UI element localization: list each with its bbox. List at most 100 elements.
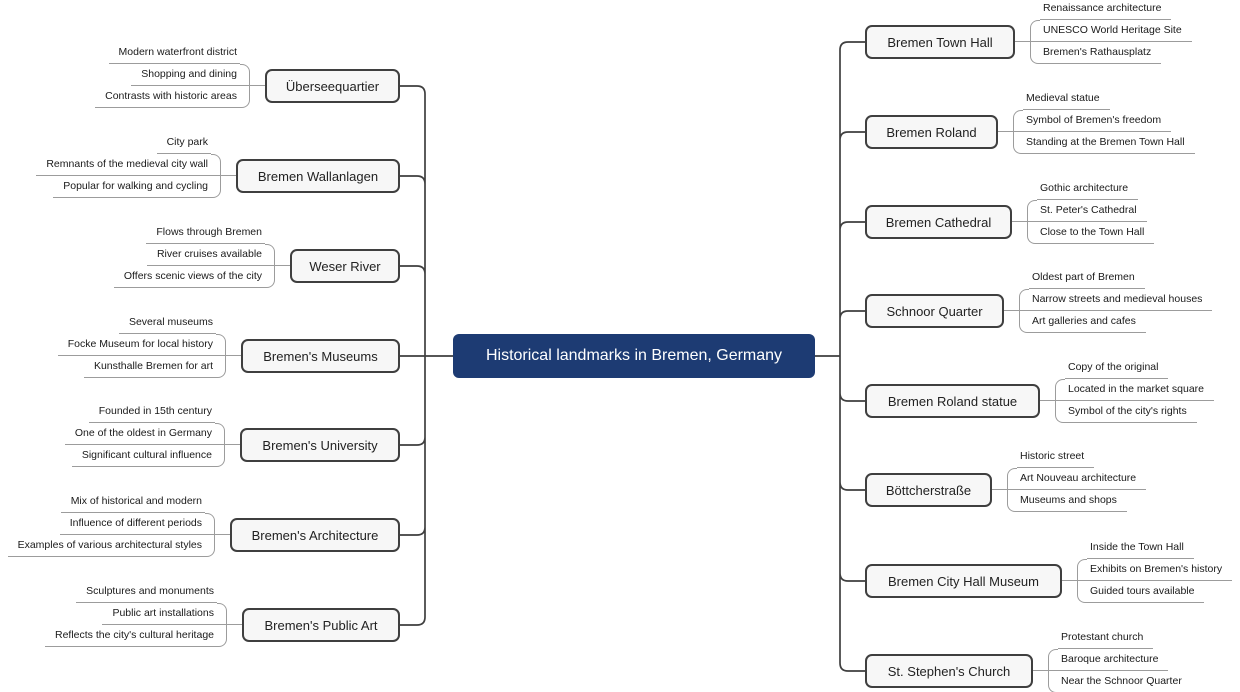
leaf-label[interactable]: One of the oldest in Germany [64,426,215,445]
leaf-connector [1012,221,1037,222]
leaf-label[interactable]: Baroque architecture [1058,652,1169,671]
central-topic[interactable]: Historical landmarks in Bremen, Germany [453,334,815,378]
leaf-group: Historic street Art Nouveau architecture… [1017,446,1147,512]
leaf-label[interactable]: Close to the Town Hall [1037,225,1155,244]
node-bremen-roland[interactable]: Bremen Roland [865,115,998,149]
leaf-bracket [1030,20,1040,64]
leaf-label[interactable]: Influence of different periods [59,516,205,535]
leaf-label[interactable]: Sculptures and monuments [76,584,217,603]
leaf-bracket [1055,379,1065,423]
node-weser-river[interactable]: Weser River [290,249,400,283]
leaf-label[interactable]: Founded in 15th century [88,404,215,423]
leaf-bracket [215,423,225,467]
leaf-connector [240,85,265,86]
leaf-label[interactable]: Gothic architecture [1037,181,1139,200]
leaf-label[interactable]: Remnants of the medieval city wall [36,157,211,176]
leaf-group: Oldest part of Bremen Narrow streets and… [1029,267,1213,333]
node-bremens-architecture[interactable]: Bremen's Architecture [230,518,400,552]
leaf-label[interactable]: Museums and shops [1017,493,1127,512]
node-bremens-public-art[interactable]: Bremen's Public Art [242,608,400,642]
leaf-label[interactable]: Popular for walking and cycling [53,179,211,198]
leaf-group: Renaissance architecture UNESCO World He… [1040,0,1192,64]
leaf-label[interactable]: Modern waterfront district [108,45,240,64]
leaf-group: Mix of historical and modern Influence o… [7,491,205,557]
leaf-label[interactable]: Kunsthalle Bremen for art [83,359,216,378]
leaf-group: Sculptures and monuments Public art inst… [45,581,217,647]
leaf-label[interactable]: Inside the Town Hall [1087,540,1194,559]
leaf-label[interactable]: Contrasts with historic areas [95,89,240,108]
leaf-label[interactable]: Oldest part of Bremen [1029,270,1145,289]
node-bremen-city-hall-museum[interactable]: Bremen City Hall Museum [865,564,1062,598]
leaf-label[interactable]: Guided tours available [1087,584,1205,603]
leaf-bracket [205,513,215,557]
leaf-label[interactable]: Examples of various architectural styles [7,538,205,557]
node-bremen-roland-statue[interactable]: Bremen Roland statue [865,384,1040,418]
leaf-label[interactable]: Historic street [1017,449,1095,468]
leaf-label[interactable]: Narrow streets and medieval houses [1029,292,1213,311]
leaf-label[interactable]: Symbol of Bremen's freedom [1023,113,1172,132]
leaf-label[interactable]: Focke Museum for local history [57,337,216,356]
leaf-connector [265,265,290,266]
leaf-bracket [1027,200,1037,244]
leaf-label[interactable]: Symbol of the city's rights [1065,404,1197,423]
leaf-connector [217,624,242,625]
leaf-bracket [216,334,226,378]
leaf-label[interactable]: Shopping and dining [131,67,240,86]
leaf-connector [215,444,240,445]
leaf-group: Gothic architecture St. Peter's Cathedra… [1037,178,1155,244]
leaf-label[interactable]: Reflects the city's cultural heritage [45,628,217,647]
leaf-label[interactable]: City park [156,135,211,154]
leaf-label[interactable]: Significant cultural influence [71,448,215,467]
leaf-label[interactable]: River cruises available [146,247,265,266]
leaf-label[interactable]: Medieval statue [1023,91,1110,110]
leaf-group: Several museums Focke Museum for local h… [57,312,216,378]
leaf-label[interactable]: Public art installations [102,606,217,625]
leaf-label[interactable]: Art Nouveau architecture [1017,471,1147,490]
leaf-bracket [265,244,275,288]
leaf-label[interactable]: Standing at the Bremen Town Hall [1023,135,1195,154]
leaf-label[interactable]: Flows through Bremen [146,225,265,244]
node-boettcherstrasse[interactable]: Böttcherstraße [865,473,992,507]
leaf-label[interactable]: Located in the market square [1065,382,1214,401]
leaf-group: Inside the Town Hall Exhibits on Bremen'… [1087,537,1233,603]
leaf-label[interactable]: Bremen's Rathausplatz [1040,45,1162,64]
leaf-connector [1004,310,1029,311]
leaf-connector [205,534,230,535]
leaf-bracket [1013,110,1023,154]
leaf-group: Medieval statue Symbol of Bremen's freed… [1023,88,1195,154]
leaf-label[interactable]: Renaissance architecture [1040,1,1172,20]
node-ueberseequartier[interactable]: Überseequartier [265,69,400,103]
leaf-group: Founded in 15th century One of the oldes… [64,401,215,467]
node-st-stephens-church[interactable]: St. Stephen's Church [865,654,1033,688]
leaf-label[interactable]: St. Peter's Cathedral [1037,203,1147,222]
leaf-label[interactable]: Offers scenic views of the city [113,269,265,288]
leaf-connector [998,131,1023,132]
node-bremen-town-hall[interactable]: Bremen Town Hall [865,25,1015,59]
leaf-bracket [1007,468,1017,512]
leaf-label[interactable]: Near the Schnoor Quarter [1058,674,1192,692]
node-schnoor-quarter[interactable]: Schnoor Quarter [865,294,1004,328]
leaf-label[interactable]: UNESCO World Heritage Site [1040,23,1192,42]
leaf-label[interactable]: Art galleries and cafes [1029,314,1146,333]
leaf-connector [1015,41,1040,42]
leaf-label[interactable]: Several museums [118,315,216,334]
leaf-group: Modern waterfront district Shopping and … [95,42,240,108]
leaf-group: City park Remnants of the medieval city … [36,132,211,198]
leaf-group: Copy of the original Located in the mark… [1065,357,1214,423]
node-bremen-wallanlagen[interactable]: Bremen Wallanlagen [236,159,400,193]
leaf-label[interactable]: Exhibits on Bremen's history [1087,562,1233,581]
node-bremens-university[interactable]: Bremen's University [240,428,400,462]
leaf-connector [216,355,241,356]
node-bremen-cathedral[interactable]: Bremen Cathedral [865,205,1012,239]
leaf-group: Flows through Bremen River cruises avail… [113,222,265,288]
leaf-connector [211,175,236,176]
leaf-bracket [211,154,221,198]
leaf-bracket [217,603,227,647]
branch-connector-path [400,41,865,672]
leaf-label[interactable]: Mix of historical and modern [60,494,205,513]
leaf-bracket [240,64,250,108]
node-bremens-museums[interactable]: Bremen's Museums [241,339,400,373]
leaf-label[interactable]: Protestant church [1058,630,1154,649]
leaf-label[interactable]: Copy of the original [1065,360,1169,379]
